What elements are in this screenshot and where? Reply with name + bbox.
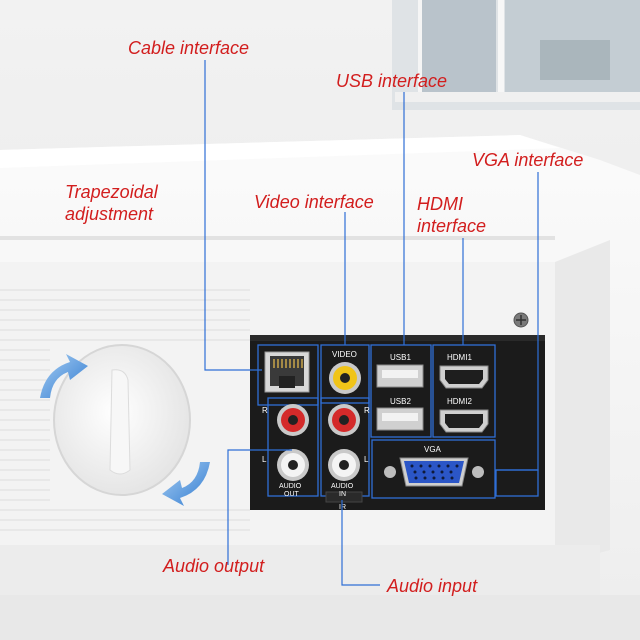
r-left-label: R xyxy=(262,406,268,415)
hdmi1-label: HDMI1 xyxy=(447,353,472,362)
l-left-label: L xyxy=(262,455,267,464)
leader-lines xyxy=(204,60,539,586)
vga-label: VGA xyxy=(424,445,442,454)
vga-interface-label: VGA interface xyxy=(472,150,584,170)
audio-out-label-1: AUDIO xyxy=(279,483,302,490)
rotate-arrow-lower-icon xyxy=(162,462,210,506)
audio-in-label-1: AUDIO xyxy=(331,483,354,490)
audio-output-label: Audio output xyxy=(163,556,265,576)
audio-in-r-port[interactable] xyxy=(328,404,360,436)
r-mid-label: R xyxy=(364,406,370,415)
cable-port[interactable] xyxy=(264,351,310,393)
video-port-label: VIDEO xyxy=(332,350,357,359)
hdmi-interface-label: HDMI interface xyxy=(417,194,487,236)
trapezoidal-knob[interactable] xyxy=(53,344,191,496)
hdmi2-label: HDMI2 xyxy=(447,397,472,406)
usb2-label: USB2 xyxy=(390,397,411,406)
audio-in-label-2: IN xyxy=(339,491,346,498)
usb1-label: USB1 xyxy=(390,353,411,362)
window xyxy=(392,0,640,110)
audio-out-label-2: OUT xyxy=(284,491,300,498)
audio-in-l-port[interactable] xyxy=(328,449,360,481)
audio-out-l-port[interactable] xyxy=(277,449,309,481)
ir-window xyxy=(325,491,363,503)
audio-out-r-port[interactable] xyxy=(277,404,309,436)
audio-input-label: Audio input xyxy=(387,576,478,596)
usb2-port[interactable] xyxy=(376,407,424,431)
hdmi1-port[interactable] xyxy=(439,365,489,389)
cable-interface-label: Cable interface xyxy=(128,38,250,58)
video-interface-label: Video interface xyxy=(254,192,374,212)
hdmi2-port[interactable] xyxy=(439,409,489,433)
usb1-port[interactable] xyxy=(376,364,424,388)
trapezoidal-adjustment-label: Trapezoidal adjustment xyxy=(65,182,158,224)
l-mid-label: L xyxy=(364,455,369,464)
usb-interface-label: USB interface xyxy=(336,71,448,91)
rotate-arrow-upper-icon xyxy=(40,354,88,398)
vga-port[interactable] xyxy=(384,457,484,487)
video-port[interactable] xyxy=(329,362,361,394)
